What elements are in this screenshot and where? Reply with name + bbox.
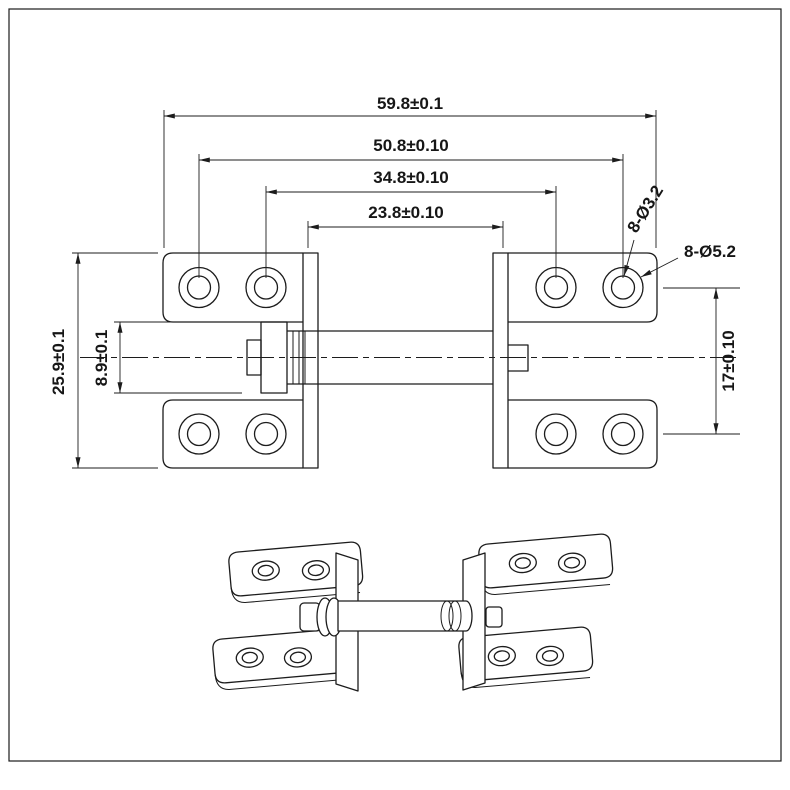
callout-hole-small: 8-Ø3.2 bbox=[624, 182, 668, 277]
top-view: 59.8±0.1 50.8±0.10 34.8±0.10 23.8±0.10 2… bbox=[49, 94, 740, 469]
dimension-barrel-diameter: 8.9±0.1 bbox=[92, 321, 242, 394]
callout-text-hole-large: 8-Ø5.2 bbox=[684, 242, 736, 261]
dimension-overall-width: 59.8±0.1 bbox=[163, 94, 657, 248]
dim-text-hole-span-outer: 50.8±0.10 bbox=[373, 136, 449, 155]
iso-flange-lower-right bbox=[458, 626, 594, 688]
dimension-knuckle-length: 23.8±0.10 bbox=[307, 203, 504, 248]
barrel-outline bbox=[246, 321, 529, 394]
dimension-overall-height: 25.9±0.1 bbox=[49, 252, 158, 469]
dimension-hole-span-inner: 34.8±0.10 bbox=[265, 168, 557, 278]
left-leaf-outline bbox=[162, 252, 319, 469]
iso-flange-lower-left bbox=[212, 628, 348, 690]
iso-flange-upper-right bbox=[478, 533, 614, 595]
dim-text-overall-width: 59.8±0.1 bbox=[377, 94, 443, 113]
callout-text-hole-small: 8-Ø3.2 bbox=[624, 182, 668, 236]
dim-text-hole-row-spacing: 17±0.10 bbox=[719, 330, 738, 391]
dim-text-overall-height: 25.9±0.1 bbox=[49, 329, 68, 395]
dim-text-knuckle-length: 23.8±0.10 bbox=[368, 203, 444, 222]
dimension-hole-span-outer: 50.8±0.10 bbox=[198, 136, 624, 278]
dimension-hole-row-spacing: 17±0.10 bbox=[663, 287, 740, 435]
right-leaf-outline bbox=[492, 252, 658, 469]
iso-barrel bbox=[299, 597, 503, 637]
dim-text-hole-span-inner: 34.8±0.10 bbox=[373, 168, 449, 187]
iso-web-right bbox=[462, 552, 486, 691]
callout-hole-large: 8-Ø5.2 bbox=[640, 242, 736, 278]
screw-holes bbox=[178, 266, 644, 455]
sheet-border bbox=[8, 8, 782, 762]
dim-text-barrel-diameter: 8.9±0.1 bbox=[92, 330, 111, 387]
iso-flange-upper-left bbox=[228, 541, 364, 603]
pictorial-view bbox=[212, 533, 614, 692]
